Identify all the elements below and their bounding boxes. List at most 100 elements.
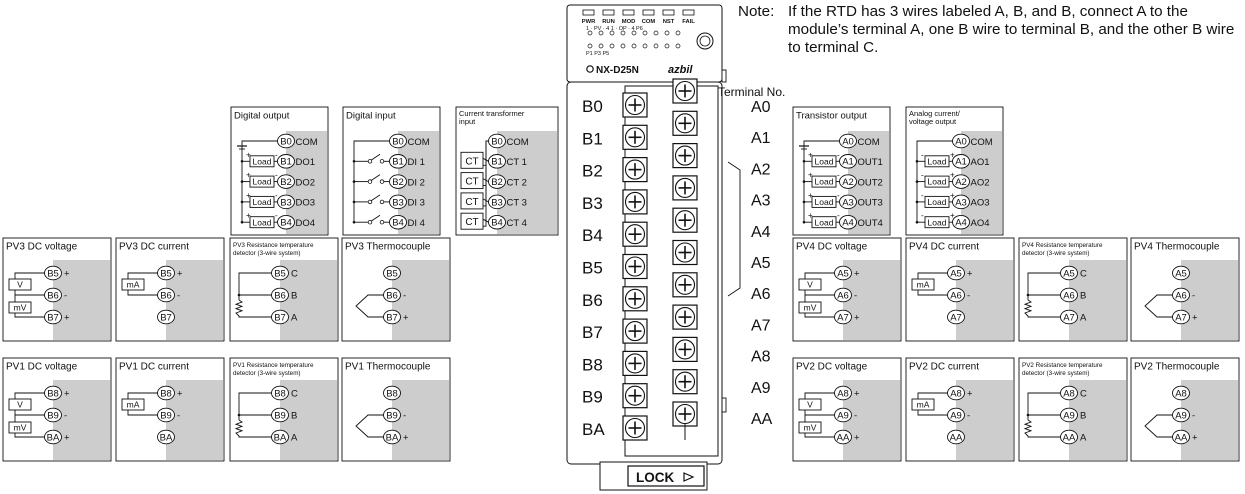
terminal-label: B5	[160, 268, 172, 279]
terminal-label: A2	[842, 177, 854, 188]
load-text: Load	[928, 217, 947, 227]
terminal-label: B6	[160, 290, 172, 301]
terminal-label: A3	[842, 197, 854, 208]
polarity: +	[246, 171, 251, 180]
polarity: +	[64, 313, 70, 324]
terminal-label: A6	[837, 290, 849, 301]
b-terminal-label: B9	[582, 388, 603, 407]
polarity: -	[921, 191, 924, 200]
millivolt-source-text: mV	[804, 303, 817, 313]
terminal-label: BA	[160, 432, 173, 443]
polarity: -	[921, 211, 924, 220]
terminal-label: B5	[386, 268, 398, 279]
terminal-label: A6	[1063, 290, 1075, 301]
polarity: C	[1080, 389, 1087, 400]
current-source-box	[911, 278, 935, 291]
terminal-label: B0	[491, 136, 503, 147]
terminal-shade	[956, 260, 1013, 340]
terminal-label: A8	[950, 388, 962, 399]
millivolt-source-box	[798, 301, 822, 314]
terminal-label: B2	[280, 177, 292, 188]
indicator-dot	[664, 30, 670, 36]
polarity: -	[275, 171, 278, 180]
a-terminal-label: A3	[751, 193, 771, 210]
polarity: -	[1192, 291, 1195, 302]
terminal-label: B9	[47, 410, 59, 421]
terminal-label: B2	[491, 177, 503, 188]
junction-dot	[915, 220, 919, 224]
polarity: +	[64, 433, 70, 444]
b-terminal-label: BA	[582, 420, 605, 439]
b-terminal-label: B8	[582, 355, 603, 374]
rtd-resistor	[1023, 299, 1061, 318]
junction-dot	[915, 180, 919, 183]
led-label: FAIL	[682, 19, 695, 25]
terminal-label: A8	[1175, 388, 1187, 399]
volt-source-text: V	[807, 400, 813, 410]
load-text: Load	[253, 197, 272, 207]
b-terminal-label: B1	[582, 129, 603, 148]
panel-title: PV2 DC current	[909, 362, 979, 373]
terminal-function: AO3	[971, 198, 990, 209]
status-led	[662, 9, 675, 16]
terminal-label: B4	[491, 218, 503, 229]
rtd-resistor	[234, 419, 272, 438]
polarity: -	[64, 291, 67, 302]
polarity: +	[64, 389, 70, 400]
switch-blade	[370, 194, 381, 202]
status-led	[682, 9, 695, 16]
junction-dot	[802, 160, 806, 163]
a-terminal-label: A2	[751, 161, 771, 178]
b-terminal-label: B7	[582, 323, 603, 342]
junction-dot	[240, 160, 244, 163]
polarity: -	[854, 411, 857, 422]
ct-box	[460, 151, 484, 169]
load-text: Load	[815, 197, 834, 207]
panel-title: Transistor output	[796, 111, 867, 122]
a-terminal-label: A1	[751, 130, 771, 147]
polarity: +	[808, 171, 813, 180]
ct-common-wire	[483, 140, 489, 227]
indicator-dot	[620, 43, 626, 49]
switch-blade	[370, 153, 381, 161]
polarity: -	[921, 150, 924, 159]
terminal-label: BA	[274, 432, 287, 443]
junction-dot	[240, 220, 244, 224]
polarity: +	[967, 389, 973, 400]
panel-title: PV1 DC current	[119, 362, 189, 373]
terminal-label: BA	[386, 432, 399, 443]
status-led	[642, 9, 655, 16]
current-source-text: mA	[917, 280, 930, 290]
rtd-resistor	[1023, 419, 1061, 438]
terminal-label: A5	[1063, 268, 1075, 279]
polarity: B	[1080, 411, 1086, 422]
polarity: +	[403, 313, 409, 324]
polarity: +	[177, 389, 183, 400]
millivolt-source-box	[798, 421, 822, 434]
load-text: Load	[815, 217, 834, 227]
ct-label: CT	[465, 217, 478, 228]
terminal-label: A2	[955, 177, 967, 188]
junction-dot	[352, 180, 356, 183]
polarity: -	[967, 411, 970, 422]
led-label: PWR	[582, 19, 596, 25]
panel-title: PV4 DC current	[909, 242, 979, 253]
polarity: -	[177, 411, 180, 422]
terminal-function: COM	[507, 137, 529, 148]
polarity: -	[1192, 411, 1195, 422]
status-led	[582, 9, 595, 16]
thermocouple-wire	[355, 414, 384, 438]
terminal-label: B8	[47, 388, 59, 399]
indicator-dot	[609, 43, 615, 49]
terminal-label: A5	[950, 268, 962, 279]
terminal-label: B9	[160, 410, 172, 421]
millivolt-source-text: mV	[14, 303, 27, 313]
common-wire	[916, 140, 953, 223]
polarity: +	[950, 150, 955, 159]
